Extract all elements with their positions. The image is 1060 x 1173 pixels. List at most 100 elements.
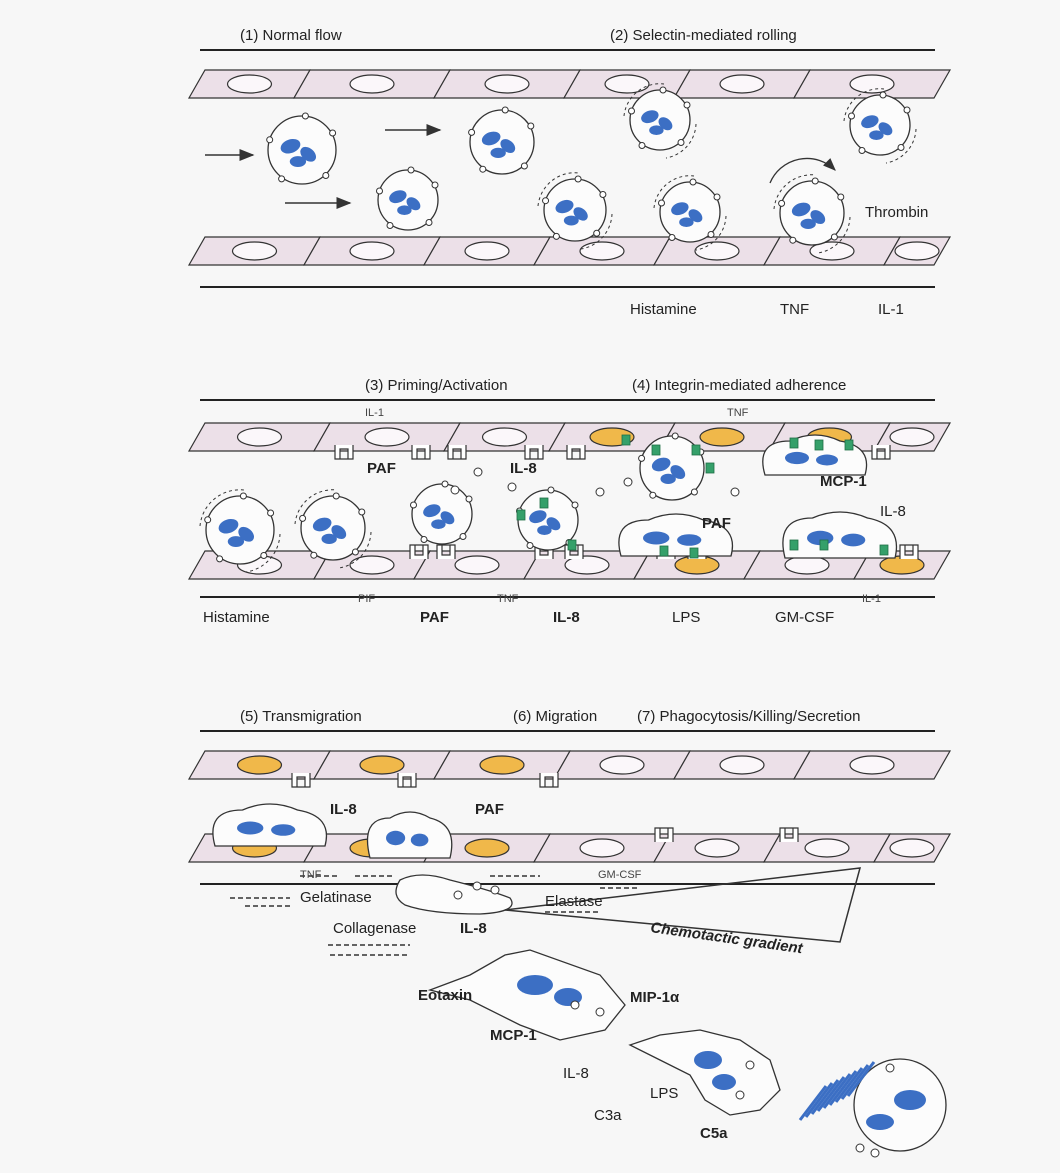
selectin-ligand xyxy=(714,194,720,200)
leukocyte-nucleus-lobe xyxy=(564,216,579,226)
tnf-label: TNF xyxy=(780,301,809,318)
selectin-ligand xyxy=(849,113,855,119)
endothelial-nucleus xyxy=(720,75,764,93)
integrin xyxy=(820,540,828,550)
chemokine-receptor xyxy=(412,445,430,459)
selectin-ligand xyxy=(279,176,285,182)
selectin-ligand xyxy=(426,220,432,226)
chemokine-receptor xyxy=(872,445,890,459)
integrin xyxy=(815,440,823,450)
selectin-ligand xyxy=(684,102,690,108)
leukocyte-nucleus-lobe xyxy=(649,125,663,135)
selectin-ligand xyxy=(672,433,678,439)
leukocyte-nucleus-lobe xyxy=(411,834,429,847)
integrin xyxy=(660,546,668,556)
secreted-granule xyxy=(596,1008,604,1016)
selectin-ligand xyxy=(352,549,358,555)
selectin-ligand xyxy=(311,552,317,558)
leukocyte-nucleus-lobe xyxy=(228,536,244,547)
selectin-ligand xyxy=(432,182,438,188)
secreted-granule xyxy=(736,1091,744,1099)
selectin-ligand xyxy=(268,510,274,516)
selectin-ligand xyxy=(502,107,508,113)
mcp1-label-3: MCP-1 xyxy=(490,1027,537,1044)
leukocyte-nucleus-lobe xyxy=(517,975,553,995)
selectin-ligand xyxy=(521,163,527,169)
selectin-ligand xyxy=(469,129,475,135)
selectin-ligand xyxy=(217,556,223,562)
selectin-ligand xyxy=(812,178,818,184)
mip1a-label: MIP-1α xyxy=(630,989,680,1006)
selectin-ligand xyxy=(594,230,600,236)
selectin-ligand xyxy=(708,232,714,238)
selectin-ligand xyxy=(442,481,448,487)
activated-endothelial-nucleus xyxy=(700,428,744,446)
leukocyte-nucleus-lobe xyxy=(431,519,445,529)
selectin-ligand xyxy=(330,130,336,136)
selectin-ligand xyxy=(659,200,665,206)
selectin-ligand xyxy=(359,509,365,515)
integrin xyxy=(690,548,698,558)
il8-right-label: IL-8 xyxy=(880,503,906,520)
leukocyte-nucleus-lobe xyxy=(386,831,405,845)
step-3-label: (3) Priming/Activation xyxy=(365,377,508,394)
endothelial-nucleus xyxy=(850,75,894,93)
thrombin-label: Thrombin xyxy=(865,204,928,221)
activated-endothelial-nucleus xyxy=(238,756,282,774)
selectin-ligand xyxy=(691,489,697,495)
selectin-ligand xyxy=(300,515,306,521)
endothelial-nucleus xyxy=(238,428,282,446)
selectin-ligand xyxy=(690,179,696,185)
il8-bottom-label: IL-8 xyxy=(553,609,580,626)
endothelium-row-top-3 xyxy=(189,751,950,787)
endothelial-nucleus xyxy=(455,556,499,574)
endothelial-nucleus xyxy=(850,756,894,774)
integrin xyxy=(790,540,798,550)
endothelial-nucleus xyxy=(600,756,644,774)
selectin-ligand xyxy=(377,188,383,194)
selectin-ligand xyxy=(650,492,656,498)
endothelial-nucleus xyxy=(465,242,509,260)
selectin-ligand xyxy=(480,166,486,172)
selectin-ligand xyxy=(790,237,796,243)
secreted-granule xyxy=(746,1061,754,1069)
paf-label: PAF xyxy=(475,801,504,818)
endothelial-nucleus xyxy=(350,75,394,93)
il8-top-label: IL-8 xyxy=(510,460,537,477)
endothelial-nucleus xyxy=(228,75,272,93)
leukocyte-nucleus-lobe xyxy=(866,1114,894,1130)
leukocyte-nucleus-lobe xyxy=(321,534,336,544)
endothelium-row-bottom-1 xyxy=(189,237,950,265)
endothelial-nucleus xyxy=(350,242,394,260)
selectin-ligand xyxy=(527,543,533,549)
selectin-ligand xyxy=(572,502,578,508)
selectin-ligand xyxy=(240,493,246,499)
selectin-ligand xyxy=(639,143,645,149)
secreted-granule xyxy=(473,882,481,890)
leukocyte-nucleus-lobe xyxy=(712,1074,736,1090)
tnf-label-3: TNF xyxy=(300,869,322,881)
chemokine-receptor xyxy=(335,445,353,459)
collagenase-label: Collagenase xyxy=(333,920,416,937)
step-7-label: (7) Phagocytosis/Killing/Secretion xyxy=(637,708,860,725)
c5a-label: C5a xyxy=(700,1125,728,1142)
selectin-ligand xyxy=(678,140,684,146)
rolling-arrow xyxy=(770,158,835,183)
integrin xyxy=(622,435,630,445)
selectin-ligand xyxy=(543,198,549,204)
selectin-ligand xyxy=(333,493,339,499)
selectin-ligand xyxy=(411,502,417,508)
elastase-label: Elastase xyxy=(545,893,603,910)
integrin xyxy=(517,510,525,520)
panel-3: (5) Transmigration (6) Migration (7) Pha… xyxy=(189,708,950,1157)
step-5-label: (5) Transmigration xyxy=(240,708,362,725)
selectin-ligand xyxy=(600,192,606,198)
step-2-label: (2) Selectin-mediated rolling xyxy=(610,27,797,44)
leukocyte-nucleus-lobe xyxy=(643,532,669,545)
chemokine-receptor xyxy=(540,773,558,787)
endothelial-nucleus xyxy=(483,428,527,446)
selectin-ligand xyxy=(267,137,273,143)
chemokine-particle xyxy=(451,486,459,494)
integrin xyxy=(540,498,548,508)
